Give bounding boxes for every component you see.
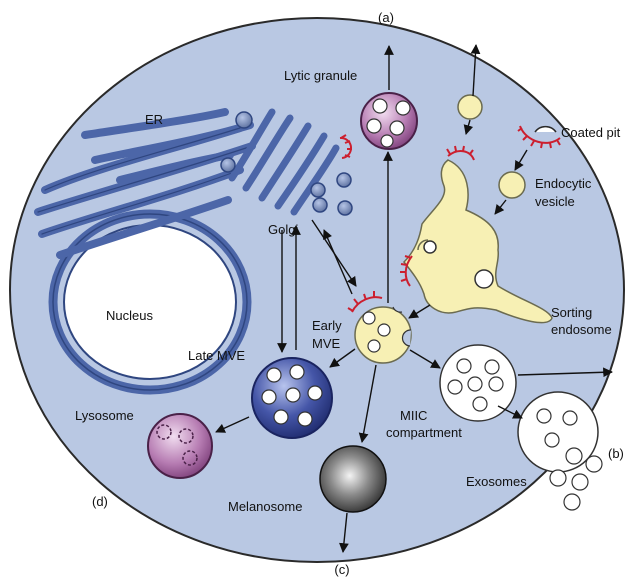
label-early-mve-2: MVE (312, 336, 341, 351)
late-mve (252, 358, 332, 438)
exocytic-mve (518, 392, 598, 472)
label-d: (d) (92, 494, 108, 509)
label-c: (c) (334, 562, 349, 577)
label-lytic-granule: Lytic granule (284, 68, 357, 83)
label-miic-2: compartment (386, 425, 462, 440)
label-a: (a) (378, 10, 394, 25)
label-late-mve: Late MVE (188, 348, 245, 363)
nucleus (53, 214, 247, 390)
label-melanosome: Melanosome (228, 499, 302, 514)
label-er: ER (145, 112, 163, 127)
label-lysosome: Lysosome (75, 408, 134, 423)
lysosome (148, 414, 212, 478)
lytic-granule (361, 93, 417, 149)
label-endocytic-2: vesicle (535, 194, 575, 209)
melanosome (320, 446, 386, 512)
label-early-mve-1: Early (312, 318, 342, 333)
label-coated-pit: Coated pit (561, 125, 621, 140)
label-sorting-2: endosome (551, 322, 612, 337)
label-miic-1: MIIC (400, 408, 427, 423)
label-golgi: Golgi (268, 222, 298, 237)
label-endocytic-1: Endocytic (535, 176, 592, 191)
label-exosomes: Exosomes (466, 474, 527, 489)
early-mve (355, 307, 411, 363)
label-b: (b) (608, 446, 624, 461)
label-nucleus: Nucleus (106, 308, 153, 323)
label-sorting-1: Sorting (551, 305, 592, 320)
